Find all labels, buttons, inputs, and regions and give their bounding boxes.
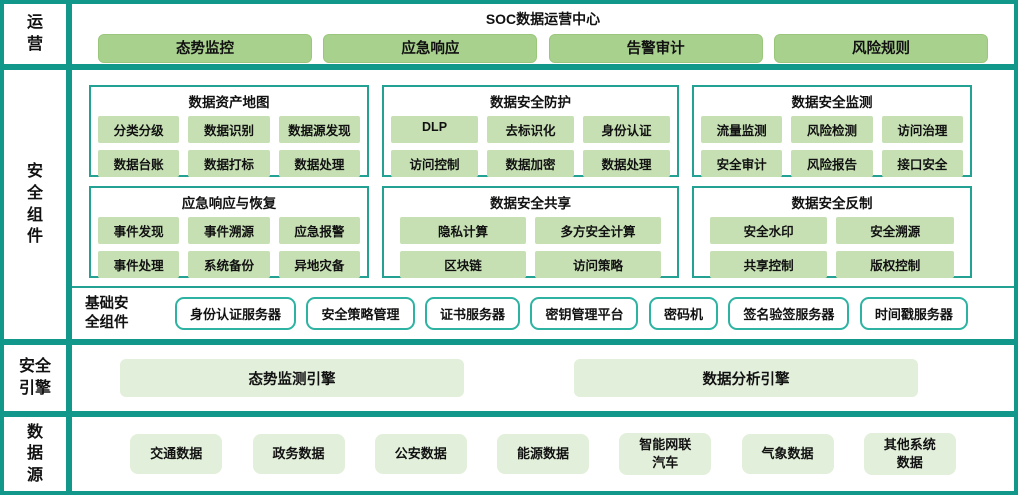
datasource-intelligent-connected-vehicle: 智能网联 汽车 [619,432,712,476]
diagram-title: SOC数据运营中心 [485,11,601,27]
base-item-cipher-machine: 密码机 [648,297,718,330]
ops-button-alert-audit: 告警审计 [548,34,763,63]
base-item-security-policy-mgmt: 安全策略管理 [306,297,415,330]
band-security-engines: 态势监测引擎 数据分析引擎 [72,345,1014,411]
group-data-security-protection: 数据安全防护 DLP 去标识化 身份认证 访问控制 数据加密 数据处理 [382,85,679,177]
group-item: 风险检测 [791,116,873,143]
datasource-weather: 气象数据 [741,434,834,474]
base-item-identity-auth-server: 身份认证服务器 [175,297,297,330]
datasource-government: 政务数据 [252,434,345,474]
base-item-signature-verify-server: 签名验签服务器 [728,297,850,330]
group-item: 流量监测 [700,116,783,143]
group-item: 访问策略 [534,251,661,278]
group-item: 数据打标 [188,150,270,177]
group-item-grid: 安全水印 安全溯源 共享控制 版权控制 [694,217,970,278]
base-item-certificate-server: 证书服务器 [424,297,520,330]
group-title: 数据安全反制 [791,196,873,211]
group-emergency-response-recovery: 应急响应与恢复 事件发现 事件溯源 应急报警 事件处理 系统备份 异地灾备 [89,186,370,278]
datasource-energy: 能源数据 [497,434,589,474]
group-item: 身份认证 [582,116,670,143]
base-item-timestamp-server: 时间戳服务器 [859,297,968,330]
group-item: DLP [391,116,479,143]
group-data-asset-map: 数据资产地图 分类分级 数据识别 数据源发现 数据台账 数据打标 数据处理 [89,85,370,177]
datasource-traffic: 交通数据 [130,434,223,474]
group-item: 事件溯源 [188,217,270,244]
component-groups-grid: 数据资产地图 分类分级 数据识别 数据源发现 数据台账 数据打标 数据处理 数据… [72,70,1014,278]
group-item: 接口安全 [881,150,963,177]
base-item-key-mgmt-platform: 密钥管理平台 [530,297,639,330]
group-item-grid: 分类分级 数据识别 数据源发现 数据台账 数据打标 数据处理 [91,116,367,177]
band-security-components: 数据资产地图 分类分级 数据识别 数据源发现 数据台账 数据打标 数据处理 数据… [72,70,1014,339]
band-label-security-components: 安 全 组 件 [4,70,66,339]
group-title: 数据资产地图 [188,95,270,110]
group-item: 安全溯源 [836,217,954,244]
group-title: 应急响应与恢复 [181,196,277,211]
group-title: 数据安全共享 [489,196,571,211]
group-title: 数据安全监测 [791,95,873,110]
engine-data-analysis: 数据分析引擎 [574,359,918,397]
base-security-components-label: 基础安 全组件 [85,295,129,331]
group-item: 事件处理 [98,251,180,278]
ops-button-situation-monitoring: 态势监控 [98,34,312,63]
group-item: 共享控制 [709,251,828,278]
group-item: 数据处理 [278,150,361,177]
band-label-operations: 运 营 [4,4,66,64]
group-item: 数据台账 [98,150,180,177]
group-item: 安全水印 [709,217,828,244]
datasource-other-systems: 其他系统 数据 [863,432,956,476]
group-data-security-sharing: 数据安全共享 隐私计算 多方安全计算 区块链 访问策略 [382,186,679,278]
group-item-grid: DLP 去标识化 身份认证 访问控制 数据加密 数据处理 [384,116,677,177]
group-item: 数据加密 [487,150,574,177]
band-data-sources: 交通数据 政务数据 公安数据 能源数据 智能网联 汽车 气象数据 其他系统 数据 [72,417,1014,491]
group-item: 版权控制 [836,251,954,278]
operations-button-row: 态势监控 应急响应 告警审计 风险规则 [72,29,1014,63]
group-item: 访问治理 [881,116,963,143]
band-label-data-sources: 数 据 源 [4,417,66,491]
group-item: 去标识化 [487,116,574,143]
group-item-grid: 事件发现 事件溯源 应急报警 事件处理 系统备份 异地灾备 [91,217,367,278]
group-item: 分类分级 [98,116,180,143]
ops-button-emergency-response: 应急响应 [323,34,538,63]
group-item: 事件发现 [98,217,180,244]
group-item: 系统备份 [188,251,270,278]
group-item: 安全审计 [700,150,783,177]
group-item: 异地灾备 [278,251,361,278]
band-operations: SOC数据运营中心 态势监控 应急响应 告警审计 风险规则 [72,4,1014,64]
band-label-security-engines: 安全 引擎 [4,345,66,411]
group-item: 区块链 [400,251,526,278]
group-item: 风险报告 [791,150,873,177]
base-security-items: 身份认证服务器 安全策略管理 证书服务器 密钥管理平台 密码机 签名验签服务器 … [175,297,968,330]
group-item: 访问控制 [391,150,479,177]
group-item-grid: 流量监测 风险检测 访问治理 安全审计 风险报告 接口安全 [694,116,970,177]
group-item-grid: 隐私计算 多方安全计算 区块链 访问策略 [384,217,677,278]
group-title: 数据安全防护 [489,95,571,110]
engine-situation-monitoring: 态势监测引擎 [120,359,464,397]
group-item: 数据源发现 [278,116,361,143]
group-item: 多方安全计算 [534,217,661,244]
group-item: 数据识别 [188,116,270,143]
group-item: 数据处理 [582,150,670,177]
base-security-components-row: 基础安 全组件 身份认证服务器 安全策略管理 证书服务器 密钥管理平台 密码机 … [72,286,1014,339]
ops-button-risk-rules: 风险规则 [773,34,988,63]
group-item: 应急报警 [278,217,361,244]
datasource-public-security: 公安数据 [374,434,467,474]
group-data-security-countermeasure: 数据安全反制 安全水印 安全溯源 共享控制 版权控制 [691,186,972,278]
group-data-security-monitoring: 数据安全监测 流量监测 风险检测 访问治理 安全审计 风险报告 接口安全 [691,85,972,177]
group-item: 隐私计算 [400,217,526,244]
